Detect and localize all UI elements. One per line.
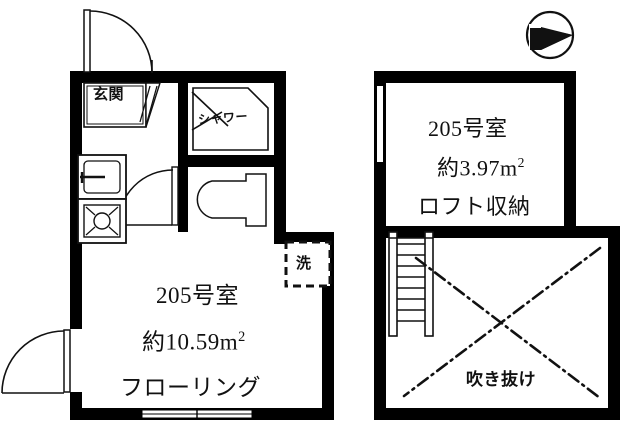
loft-area-value: 約3.97 (437, 155, 501, 181)
main-room-area-unit: m (219, 329, 239, 355)
toilet-room (178, 167, 274, 232)
right-unit-walls (374, 71, 620, 420)
loft-area-unit: m (500, 155, 518, 181)
main-room-flooring: フローリング (120, 375, 261, 400)
loft-room-area: 約3.97m2 (437, 156, 525, 179)
shower-label: シャワー (197, 109, 249, 127)
shower-room (178, 83, 286, 167)
entrance-label: 玄関 (93, 85, 125, 103)
main-room-number: 205号室 (156, 283, 239, 308)
void-label: 吹き抜け (466, 370, 536, 390)
void-cross-marker (402, 246, 602, 400)
toilet-door (117, 166, 179, 226)
loft-kind-label: ロフト収納 (418, 194, 531, 219)
north-arrow-icon (525, 10, 575, 60)
washer-placement (284, 240, 332, 288)
entrance-area (83, 82, 161, 128)
main-room-area-unit-sup: 2 (238, 329, 246, 345)
bottom-window (141, 409, 253, 419)
loft-area-unit-sup: 2 (517, 155, 525, 170)
loft-ladder (388, 231, 434, 337)
loft-room-number: 205号室 (428, 116, 508, 141)
washer-label: 洗 (296, 254, 312, 272)
balcony-door (1, 329, 71, 394)
main-room-area-value: 約10.59 (142, 329, 220, 355)
main-room-area: 約10.59m2 (142, 330, 246, 354)
entrance-door (83, 9, 153, 74)
loft-wall-opening (377, 86, 383, 162)
kitchen-fixtures (77, 154, 127, 244)
